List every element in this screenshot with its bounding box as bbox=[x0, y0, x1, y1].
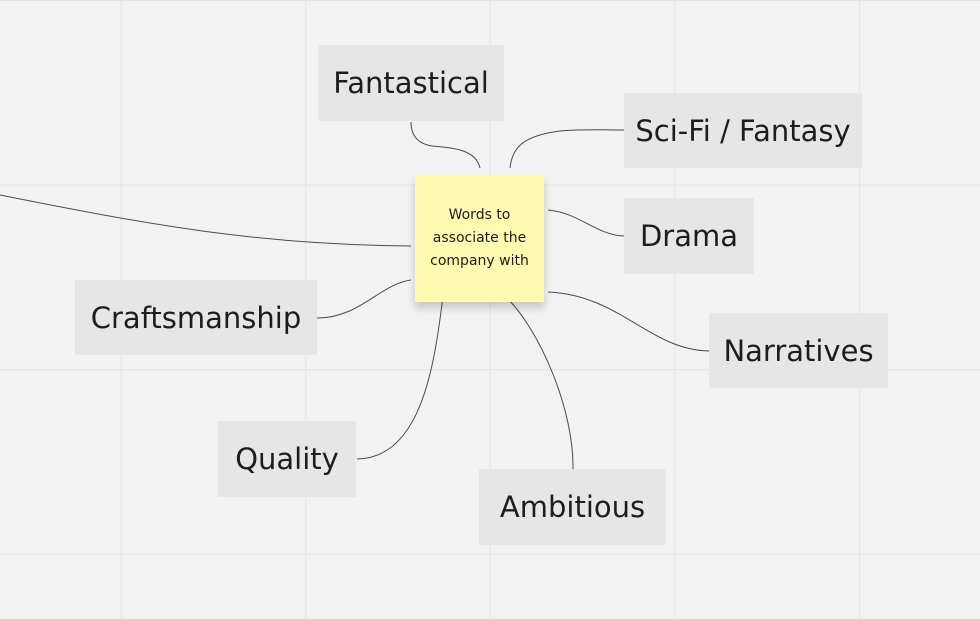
node-fantastical[interactable]: Fantastical bbox=[318, 45, 504, 121]
connector-ambitious bbox=[505, 296, 574, 470]
node-ambitious[interactable]: Ambitious bbox=[479, 469, 666, 545]
node-drama[interactable]: Drama bbox=[624, 198, 754, 274]
node-scifi-fantasy[interactable]: Sci-Fi / Fantasy bbox=[624, 93, 862, 168]
node-craftsmanship[interactable]: Craftsmanship bbox=[75, 280, 317, 355]
connector-offscreen bbox=[0, 194, 412, 247]
connector-drama bbox=[547, 209, 625, 237]
connector-narratives bbox=[547, 291, 710, 352]
connector-craftsmanship bbox=[316, 279, 412, 319]
sticky-note-text: Words to associate the company with bbox=[430, 207, 529, 269]
connector-quality bbox=[356, 295, 444, 460]
center-sticky-note[interactable]: Words to associate the company with bbox=[415, 175, 544, 302]
node-quality[interactable]: Quality bbox=[218, 421, 356, 497]
node-narratives[interactable]: Narratives bbox=[709, 313, 888, 388]
connector-scifi-fantasy bbox=[509, 129, 625, 169]
connector-fantastical bbox=[410, 121, 481, 169]
